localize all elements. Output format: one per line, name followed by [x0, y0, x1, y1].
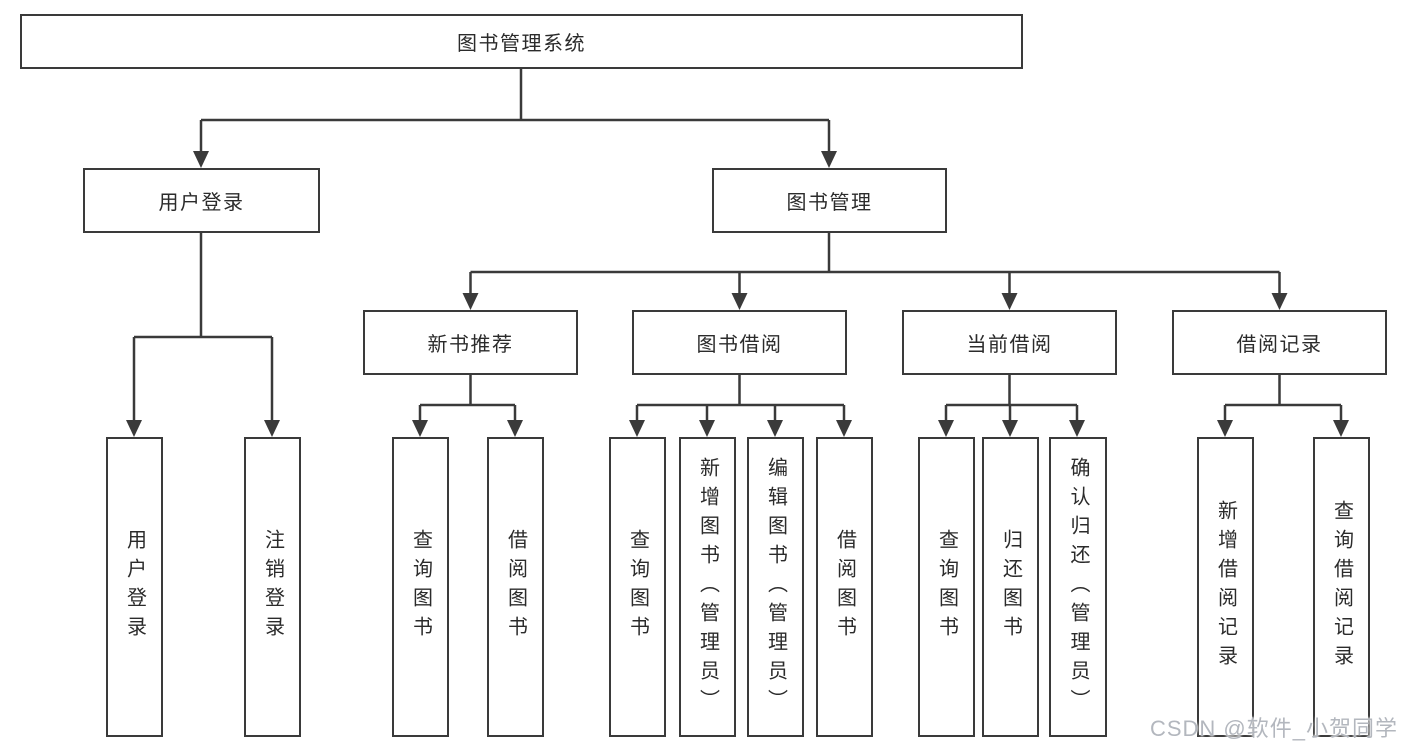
leaf-borrow-books: 借阅图书 — [816, 437, 873, 737]
leaf-confirm-return-admin-label: 确认归还（管理员） — [1067, 456, 1089, 718]
node-root-label: 图书管理系统 — [457, 33, 586, 55]
node-book-management-label: 图书管理 — [786, 192, 873, 214]
leaf-query-books-current-label: 查询图书 — [935, 529, 958, 645]
leaf-confirm-return-admin: 确认归还（管理员） — [1049, 437, 1107, 737]
node-root: 图书管理系统 — [20, 14, 1023, 69]
leaf-query-books-recommend: 查询图书 — [392, 437, 449, 737]
leaf-borrow-books-recommend: 借阅图书 — [487, 437, 544, 737]
leaf-return-book-label: 归还图书 — [999, 529, 1022, 645]
node-new-book-recommend: 新书推荐 — [363, 310, 578, 375]
leaf-user-login-label: 用户登录 — [123, 529, 146, 645]
node-book-borrow-label: 图书借阅 — [696, 334, 783, 356]
leaf-add-borrow-record: 新增借阅记录 — [1197, 437, 1254, 737]
leaf-edit-book-admin-label: 编辑图书（管理员） — [764, 456, 787, 718]
leaf-add-borrow-record-label: 新增借阅记录 — [1214, 500, 1237, 674]
node-borrow-records: 借阅记录 — [1172, 310, 1387, 375]
node-current-borrow-label: 当前借阅 — [966, 334, 1053, 356]
node-user-login: 用户登录 — [83, 168, 320, 233]
node-borrow-records-label: 借阅记录 — [1236, 334, 1323, 356]
leaf-return-book: 归还图书 — [982, 437, 1039, 737]
leaf-user-login: 用户登录 — [106, 437, 163, 737]
leaf-add-book-admin: 新增图书（管理员） — [679, 437, 736, 737]
node-book-management: 图书管理 — [712, 168, 947, 233]
node-new-book-recommend-label: 新书推荐 — [427, 334, 514, 356]
leaf-query-borrow-record-label: 查询借阅记录 — [1330, 500, 1353, 674]
leaf-borrow-books-recommend-label: 借阅图书 — [504, 529, 527, 645]
node-current-borrow: 当前借阅 — [902, 310, 1117, 375]
leaf-logout: 注销登录 — [244, 437, 301, 737]
leaf-query-books-recommend-label: 查询图书 — [409, 529, 432, 645]
leaf-query-books-borrow: 查询图书 — [609, 437, 666, 737]
leaf-logout-label: 注销登录 — [261, 529, 284, 645]
node-book-borrow: 图书借阅 — [632, 310, 847, 375]
leaf-edit-book-admin: 编辑图书（管理员） — [747, 437, 804, 737]
tree-edges — [132, 69, 1343, 421]
leaf-add-book-admin-label: 新增图书（管理员） — [696, 456, 719, 718]
leaf-query-borrow-record: 查询借阅记录 — [1313, 437, 1370, 737]
leaf-borrow-books-label: 借阅图书 — [833, 529, 856, 645]
leaf-query-books-borrow-label: 查询图书 — [626, 529, 649, 645]
csdn-watermark: CSDN @软件_小贺同学 — [1149, 716, 1398, 741]
leaf-query-books-current: 查询图书 — [918, 437, 975, 737]
node-user-login-label: 用户登录 — [158, 192, 245, 214]
arrowheads — [126, 151, 1349, 437]
